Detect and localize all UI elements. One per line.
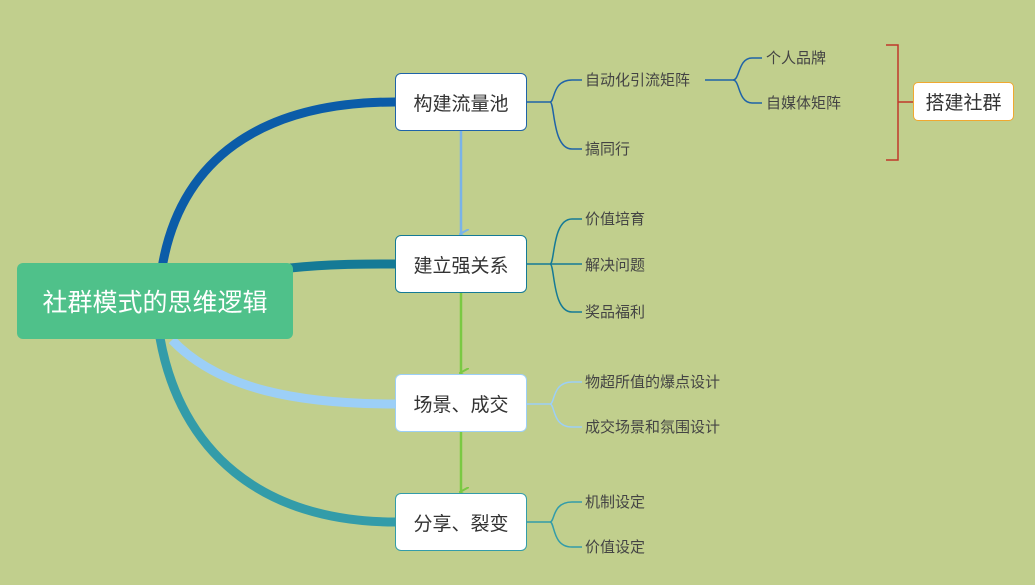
branch-line-3 — [168, 336, 396, 409]
summary-bracket — [886, 44, 913, 161]
brace-3 — [527, 381, 582, 428]
subtopic[interactable]: 自媒体矩阵 — [766, 94, 842, 112]
subtopic[interactable]: 物超所值的爆点设计 — [585, 373, 721, 391]
topic-build-traffic-pool[interactable]: 构建流量池 — [395, 73, 527, 131]
subtopic[interactable]: 机制设定 — [585, 493, 646, 511]
branch-line-1 — [157, 97, 396, 269]
topic-label: 分享、裂变 — [413, 512, 509, 535]
brace-1 — [527, 79, 582, 150]
topic-build-strong-relationship[interactable]: 建立强关系 — [395, 235, 527, 293]
root-topic-label: 社群模式的思维逻辑 — [42, 288, 268, 317]
topic-label: 场景、成交 — [413, 393, 509, 416]
branch-line-4 — [155, 337, 396, 527]
brace-4 — [527, 501, 582, 548]
summary-label: 搭建社群 — [925, 92, 1002, 114]
topic-scene-deal[interactable]: 场景、成交 — [395, 374, 527, 432]
subtopic[interactable]: 搞同行 — [585, 140, 631, 158]
brace-1-1 — [705, 57, 762, 104]
brace-2 — [527, 218, 582, 313]
topic-share-fission[interactable]: 分享、裂变 — [395, 493, 527, 551]
topic-label: 建立强关系 — [413, 254, 509, 277]
subtopic[interactable]: 价值设定 — [585, 538, 646, 556]
subtopic[interactable]: 奖品福利 — [585, 303, 646, 321]
subtopic[interactable]: 个人品牌 — [766, 49, 827, 67]
subtopic[interactable]: 自动化引流矩阵 — [585, 71, 691, 89]
topic-label: 构建流量池 — [413, 92, 509, 115]
subtopic[interactable]: 价值培育 — [585, 210, 646, 228]
subtopic[interactable]: 解决问题 — [585, 256, 646, 274]
root-topic[interactable]: 社群模式的思维逻辑 — [17, 263, 293, 339]
subtopic[interactable]: 成交场景和氛围设计 — [585, 418, 721, 436]
branch-line-2 — [289, 259, 396, 273]
summary-topic[interactable]: 搭建社群 — [913, 82, 1014, 121]
